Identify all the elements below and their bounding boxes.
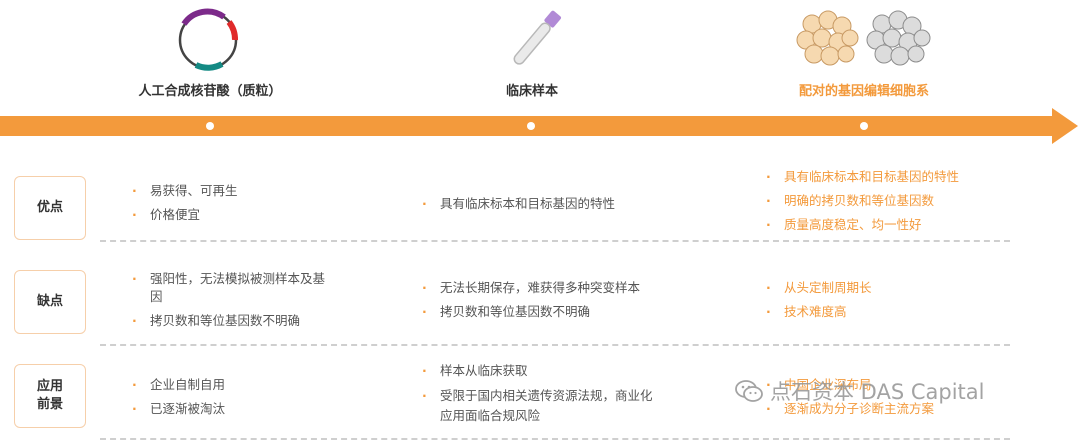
cell-list: 强阳性，无法模拟被测样本及基因 拷贝数和等位基因数不明确 xyxy=(130,270,330,336)
list-item: 技术难度高 xyxy=(764,303,1004,321)
list-item: 明确的拷贝数和等位基因数 xyxy=(764,192,1024,210)
row-label-advantages: 优点 xyxy=(14,176,86,240)
cell-list: 样本从临床获取 受限于国内相关遗传资源法规，商业化应用面临合规风险 xyxy=(420,362,660,432)
row-label-outlook-text: 应用 前景 xyxy=(36,378,63,412)
list-item: 拷贝数和等位基因数不明确 xyxy=(130,312,330,330)
row-divider xyxy=(100,240,1010,242)
list-item: 受限于国内相关遗传资源法规，商业化应用面临合规风险 xyxy=(420,386,660,426)
list-item: 样本从临床获取 xyxy=(420,362,660,380)
timeline-dot xyxy=(527,122,535,130)
cell-list: 中国企业深布局 逐渐成为分子诊断主流方案 xyxy=(764,376,1004,424)
list-item: 价格便宜 xyxy=(130,206,360,224)
list-item: 拷贝数和等位基因数不明确 xyxy=(420,303,700,321)
column-title-cell-line: 配对的基因编辑细胞系 xyxy=(798,84,929,99)
timeline-arrow-head xyxy=(1052,108,1078,144)
list-item: 具有临床标本和目标基因的特性 xyxy=(764,168,1024,186)
list-item: 易获得、可再生 xyxy=(130,182,360,200)
timeline-dot xyxy=(860,122,868,130)
plasmid-ring-icon xyxy=(178,8,238,71)
list-item: 具有临床标本和目标基因的特性 xyxy=(420,195,700,213)
list-item: 逐渐成为分子诊断主流方案 xyxy=(764,400,1004,418)
wechat-icon xyxy=(735,380,763,402)
timeline-dot xyxy=(206,122,214,130)
list-item: 已逐渐被淘汰 xyxy=(130,400,350,418)
list-item: 从头定制周期长 xyxy=(764,279,1004,297)
list-item: 企业自制自用 xyxy=(130,376,350,394)
cell-list: 企业自制自用 已逐渐被淘汰 xyxy=(130,376,350,424)
watermark-text: 点石资本 DAS Capital xyxy=(770,380,985,404)
row-divider xyxy=(100,438,1010,440)
sample-tube-icon xyxy=(513,10,561,65)
row-divider xyxy=(100,344,1010,346)
list-item: 中国企业深布局 xyxy=(764,376,1004,394)
row-label-disadvantages: 缺点 xyxy=(14,270,86,334)
row-label-outlook: 应用 前景 xyxy=(14,364,86,428)
list-item: 强阳性，无法模拟被测样本及基因 xyxy=(130,270,330,306)
cell-list: 具有临床标本和目标基因的特性 xyxy=(420,195,700,219)
cell-list: 从头定制周期长 技术难度高 xyxy=(764,279,1004,327)
cell-list: 具有临床标本和目标基因的特性 明确的拷贝数和等位基因数 质量高度稳定、均一性好 xyxy=(764,168,1024,240)
cell-list: 易获得、可再生 价格便宜 xyxy=(130,182,360,230)
list-item: 无法长期保存，难获得多种突变样本 xyxy=(420,279,700,297)
list-item: 质量高度稳定、均一性好 xyxy=(764,216,1024,234)
cell-list: 无法长期保存，难获得多种突变样本 拷贝数和等位基因数不明确 xyxy=(420,279,700,327)
watermark: 点石资本 DAS Capital xyxy=(734,376,984,406)
column-title-clinical-sample: 临床样本 xyxy=(505,84,558,99)
column-title-plasmid: 人工合成核苷酸（质粒） xyxy=(138,84,282,99)
cell-cluster-icon xyxy=(796,10,931,66)
